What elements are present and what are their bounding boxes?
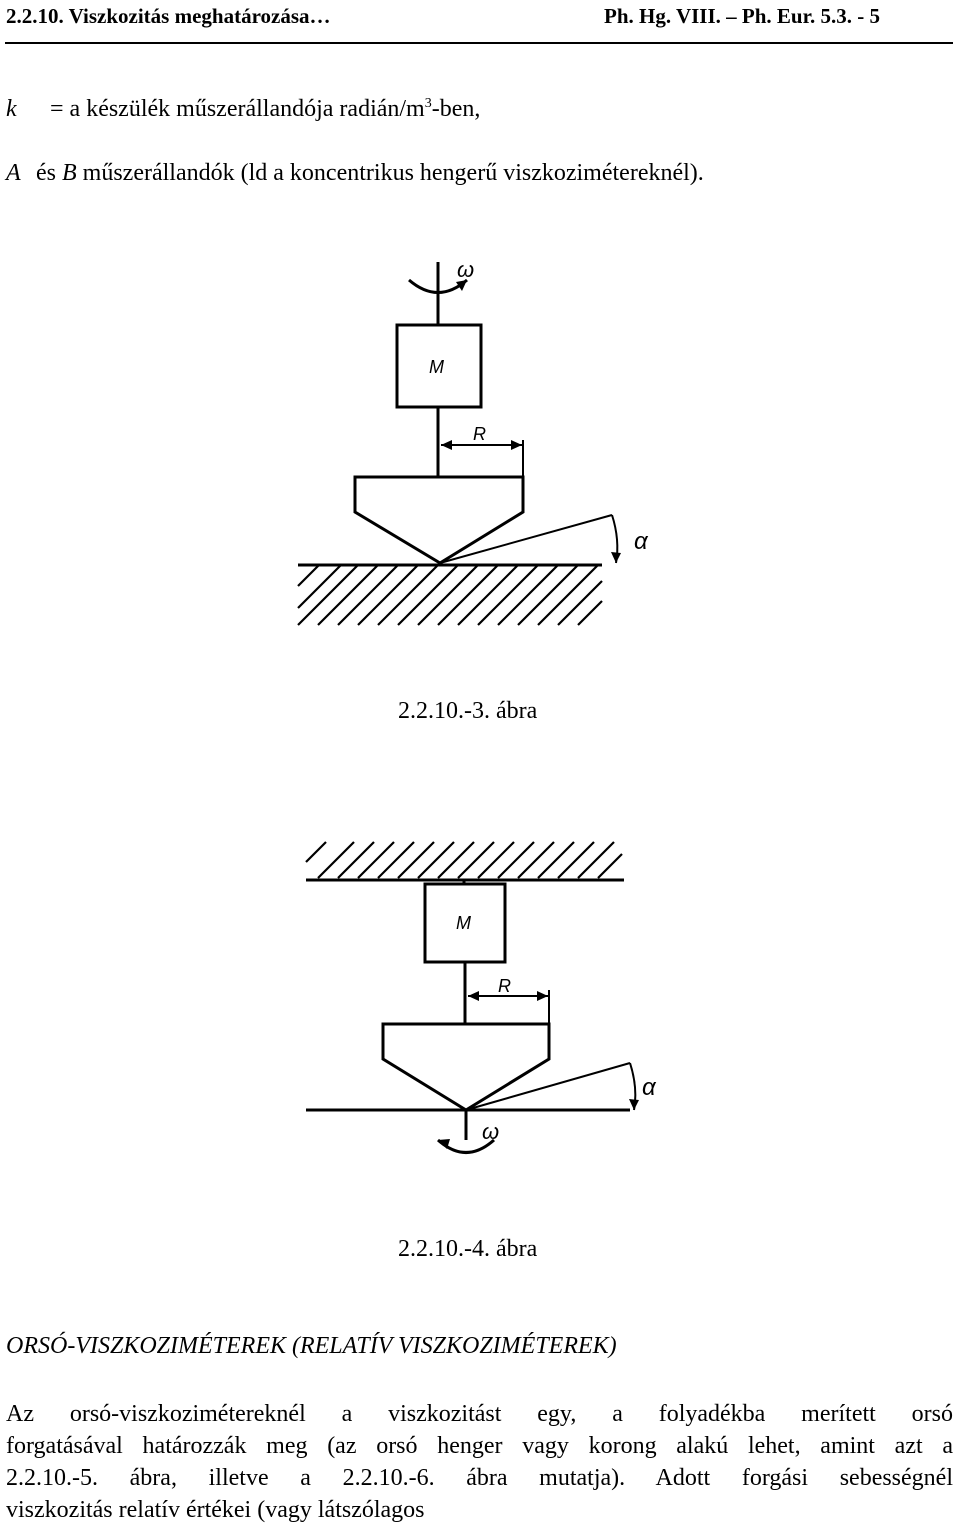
paragraph-line: forgatásával határozzák meg (az orsó hen… [6, 1433, 953, 1459]
definition-a-b-text: műszerállandók (ld a koncentrikus henger… [82, 160, 704, 186]
figure-caption-3: 2.2.10.-3. ábra [398, 698, 538, 724]
conjunction: és [36, 160, 56, 186]
paragraph-line: viszkozitás relatív értékei (vagy látszó… [6, 1497, 425, 1523]
symbol-k: k [6, 96, 17, 122]
body-paragraph: Az orsó-viszkoziméter­eknél a viszkozitá… [6, 1398, 953, 1526]
symbol-b: B [62, 160, 77, 186]
paragraph-line: 2.2.10.-5. ábra, illetve a 2.2.10.-6. áb… [6, 1465, 953, 1491]
section-heading: ORSÓ-VISZKOZIMÉTEREK (RELATÍV VISZKOZIMÉ… [6, 1333, 617, 1359]
cone-angle-line [465, 1062, 631, 1111]
section-title: 2.2.10. Viszkozitás meghatározása… [6, 4, 331, 28]
top-plate-hatching [305, 841, 623, 879]
figure-cone-viscometer-bottom: ω M R α [305, 841, 657, 1154]
angle-label: α [634, 528, 649, 555]
header-rule [5, 42, 953, 44]
figure-caption-4: 2.2.10.-4. ábra [398, 1236, 538, 1262]
definition-k-exponent: 3 [424, 96, 432, 111]
cone-angle-line [439, 514, 613, 564]
plate-hatching [297, 564, 603, 626]
definition-a-b: A és B műszerállandók (ld a koncentrikus… [6, 160, 704, 187]
pharmacopoeia-reference: Ph. Hg. VIII. – Ph. Eur. 5.3. - 5 [604, 4, 880, 28]
mass-label: M [456, 913, 471, 933]
paragraph-line: Az orsó-viszkoziméter­eknél a viszkozitá… [6, 1401, 953, 1427]
radius-label: R [498, 976, 511, 996]
figure-cone-viscometer-top: ω M R α [297, 257, 649, 626]
radius-label: R [473, 424, 486, 444]
definition-k-text: = a készülék műszerállandója radián/m [50, 96, 425, 122]
mass-label: M [429, 357, 444, 377]
angle-label: α [642, 1074, 657, 1101]
cone-spindle [381, 1022, 551, 1112]
omega-label: ω [482, 1119, 499, 1144]
cone-spindle [353, 475, 525, 565]
definition-k-suffix: -ben, [431, 96, 481, 122]
symbol-a: A [6, 160, 21, 186]
omega-label: ω [457, 257, 474, 282]
definition-k: k = a készülék műszerállandója radián/m3… [6, 96, 480, 123]
